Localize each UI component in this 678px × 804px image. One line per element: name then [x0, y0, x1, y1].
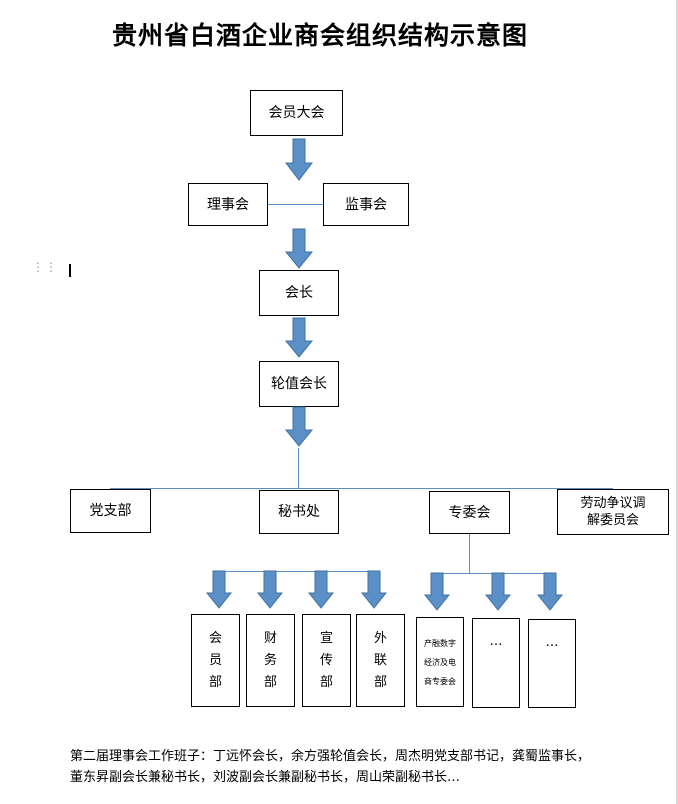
external-dept-label: 外联部: [374, 630, 388, 690]
down-arrow-icon: [284, 138, 314, 181]
down-arrow-icon: [256, 570, 284, 609]
finance-dept-box: 财务部: [246, 614, 295, 707]
placeholder-box-1: …: [472, 618, 520, 708]
digital-economy-committee-box: 产融数字经济及电商专委会: [416, 617, 464, 707]
labor-mediation-box: 劳动争议调解委员会: [557, 489, 669, 535]
trunk-connector: [298, 448, 299, 489]
page-edge: [676, 0, 678, 804]
council-supervisory-connector: [268, 204, 324, 205]
placeholder-label-2: …: [545, 635, 559, 650]
down-arrow-icon: [484, 572, 512, 611]
down-arrow-icon: [360, 570, 388, 609]
rotating-president-box: 轮值会长: [259, 361, 339, 407]
publicity-dept-box: 宣传部: [302, 614, 351, 707]
external-dept-box: 外联部: [356, 614, 405, 707]
branch-connector: [110, 488, 613, 489]
drag-handle-icon[interactable]: ⋮⋮: [32, 260, 58, 274]
leadership-footer: 第二届理事会工作班子：丁远怀会长，余方强轮值会长，周杰明党支部书记，龚蜀监事长，…: [70, 749, 591, 785]
committee-stem: [469, 534, 470, 573]
down-arrow-icon: [284, 406, 314, 447]
general-assembly-box: 会员大会: [250, 90, 343, 136]
council-box: 理事会: [188, 183, 268, 226]
digital-economy-committee-label: 产融数字经济及电商专委会: [424, 638, 456, 686]
placeholder-label-1: …: [489, 634, 503, 649]
member-dept-label: 会员部: [209, 630, 223, 690]
down-arrow-icon: [284, 228, 314, 269]
party-branch-box: 党支部: [70, 489, 151, 533]
secretariat-sub-connector: [218, 571, 374, 572]
down-arrow-icon: [307, 570, 335, 609]
down-arrow-icon: [423, 572, 451, 611]
finance-dept-label: 财务部: [264, 630, 278, 690]
down-arrow-icon: [205, 570, 233, 609]
special-committee-box: 专委会: [429, 491, 510, 534]
president-box: 会长: [259, 270, 339, 316]
page-title: 贵州省白酒企业商会组织结构示意图: [111, 21, 528, 50]
text-cursor-icon: [69, 264, 71, 277]
placeholder-box-2: …: [528, 619, 576, 708]
supervisory-board-box: 监事会: [323, 183, 409, 226]
down-arrow-icon: [284, 317, 314, 358]
member-dept-box: 会员部: [191, 614, 240, 707]
down-arrow-icon: [536, 572, 564, 611]
secretariat-box: 秘书处: [259, 490, 339, 534]
publicity-dept-label: 宣传部: [320, 630, 334, 690]
